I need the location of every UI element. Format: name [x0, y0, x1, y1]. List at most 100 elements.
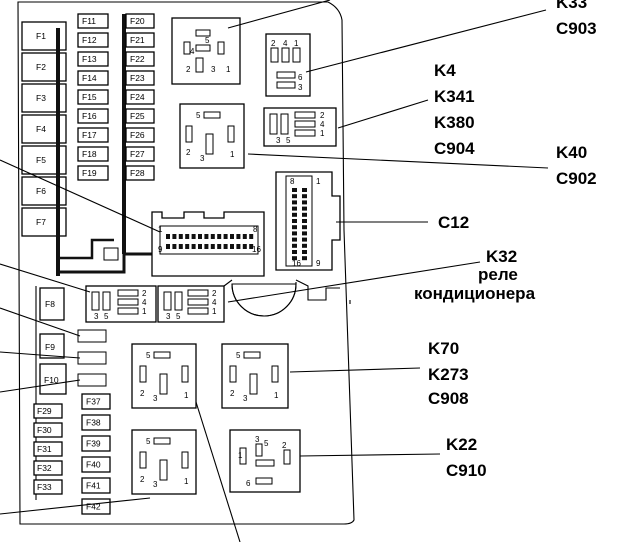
connector-pin: [292, 200, 297, 205]
pin-label: 1: [238, 451, 243, 460]
connector-pin: [302, 219, 307, 223]
leader-lines: [0, 0, 549, 542]
relay-mid-left: 5 2 3 1: [131, 343, 197, 409]
connector-pin: [292, 243, 297, 248]
relay-k32: 3 5 2 4 1: [157, 285, 225, 323]
fuse-slot: [81, 435, 111, 452]
pin-label: 1: [184, 477, 189, 486]
connector-pin: [302, 206, 307, 211]
connector-pin: [292, 194, 297, 199]
connector-pin: [230, 244, 234, 249]
fuse-slot: [33, 479, 63, 495]
connector-pin: [172, 244, 177, 249]
fuse-slot: [81, 414, 111, 431]
fuse-f9: [39, 333, 65, 359]
fuse-label: F6: [36, 186, 46, 196]
pin-label: 5: [205, 36, 210, 45]
connector-horizontal: 1 8 9 16: [151, 211, 265, 277]
pin-label: 5: [286, 136, 291, 145]
fuse-f10: [39, 363, 67, 395]
fuse-label: F38: [86, 418, 101, 428]
connector-pin: [198, 244, 202, 249]
label-k22: K22: [446, 435, 477, 454]
connector-pin: [210, 234, 215, 239]
pin-label: 5: [104, 312, 109, 321]
pin-label: 5: [236, 351, 241, 360]
connector-pin: [236, 234, 241, 239]
fuse-slot: [77, 51, 109, 67]
fuse-slot: [77, 127, 109, 143]
pin-label: 6: [298, 73, 303, 82]
fuse-label: F42: [86, 502, 101, 512]
fuse-slot: [77, 89, 109, 105]
label-k70: K70: [428, 339, 459, 358]
fuse-label: F10: [44, 375, 59, 385]
connector-pin: [204, 234, 209, 239]
fuse-label: F8: [45, 299, 55, 309]
relay-small-top: 2 4 1 6 3: [265, 33, 311, 97]
pin-label: 4: [190, 47, 195, 56]
pin-label: 16: [252, 245, 261, 254]
fuse-label: F28: [130, 168, 145, 178]
pin-label: 5: [146, 437, 151, 446]
fuse-slot: [125, 108, 155, 124]
connector-pin: [185, 244, 190, 249]
pin-label: 16: [292, 259, 301, 268]
pin-label: 3: [243, 394, 248, 403]
connector-pin: [292, 219, 297, 223]
connector-c12: 16 9 8 1: [275, 171, 341, 271]
pin-label: 3: [211, 65, 216, 74]
label-k273: K273: [428, 365, 469, 384]
label-c904: C904: [434, 139, 475, 158]
pin-label: 2: [212, 289, 217, 298]
label-k341: K341: [434, 87, 475, 106]
pin-label: 2: [320, 111, 325, 120]
fuse-label: F24: [130, 92, 145, 102]
connector-pin: [302, 188, 307, 192]
fuse-slot: [77, 165, 109, 181]
fuse-slot: [77, 70, 109, 86]
fuse-slot: [125, 165, 155, 181]
connector-pin: [198, 234, 202, 239]
connector-pin: [242, 244, 247, 249]
fuse-label: F26: [130, 130, 145, 140]
fuse-label: F16: [82, 111, 97, 121]
fuse-label: F12: [82, 35, 97, 45]
pin-label: 1: [320, 129, 325, 138]
wire-route-2: [58, 238, 114, 260]
fuse-label: F1: [36, 31, 46, 41]
connector-pin: [302, 231, 307, 236]
fuse-slot: [77, 351, 107, 365]
fuse-label: F14: [82, 73, 97, 83]
pin-label: 5: [196, 111, 201, 120]
connector-pin: [302, 243, 307, 248]
connector-pin: [249, 244, 254, 249]
wire-vertical-left: [56, 28, 60, 276]
label-c903: C903: [556, 19, 597, 38]
pin-label: 2: [186, 65, 191, 74]
fuse-label: F25: [130, 111, 145, 121]
relay-k70: 5 2 3 1: [221, 343, 289, 409]
fuse-label: F3: [36, 93, 46, 103]
pin-label: 5: [146, 351, 151, 360]
fuse-label: F7: [36, 217, 46, 227]
fuse-slot: [125, 70, 155, 86]
label-c12: C12: [438, 213, 469, 232]
relay-row-left: 3 5 2 4 1: [85, 285, 157, 323]
pin-label: 4: [142, 298, 147, 307]
pin-label: 2: [271, 39, 276, 48]
label-c902: C902: [556, 169, 597, 188]
pin-label: 2: [230, 389, 235, 398]
pin-label: 8: [290, 177, 295, 186]
fuse-label: F30: [37, 425, 52, 435]
connector-pin: [302, 250, 307, 254]
connector-pin: [292, 206, 297, 211]
fuse-label: F2: [36, 62, 46, 72]
circle-recess: [231, 282, 297, 317]
fuse-label: F31: [37, 444, 52, 454]
fuse-slot: [77, 329, 107, 343]
label-k40: K40: [556, 143, 587, 162]
label-k32: K32: [486, 247, 517, 266]
fuse-label: F29: [37, 406, 52, 416]
